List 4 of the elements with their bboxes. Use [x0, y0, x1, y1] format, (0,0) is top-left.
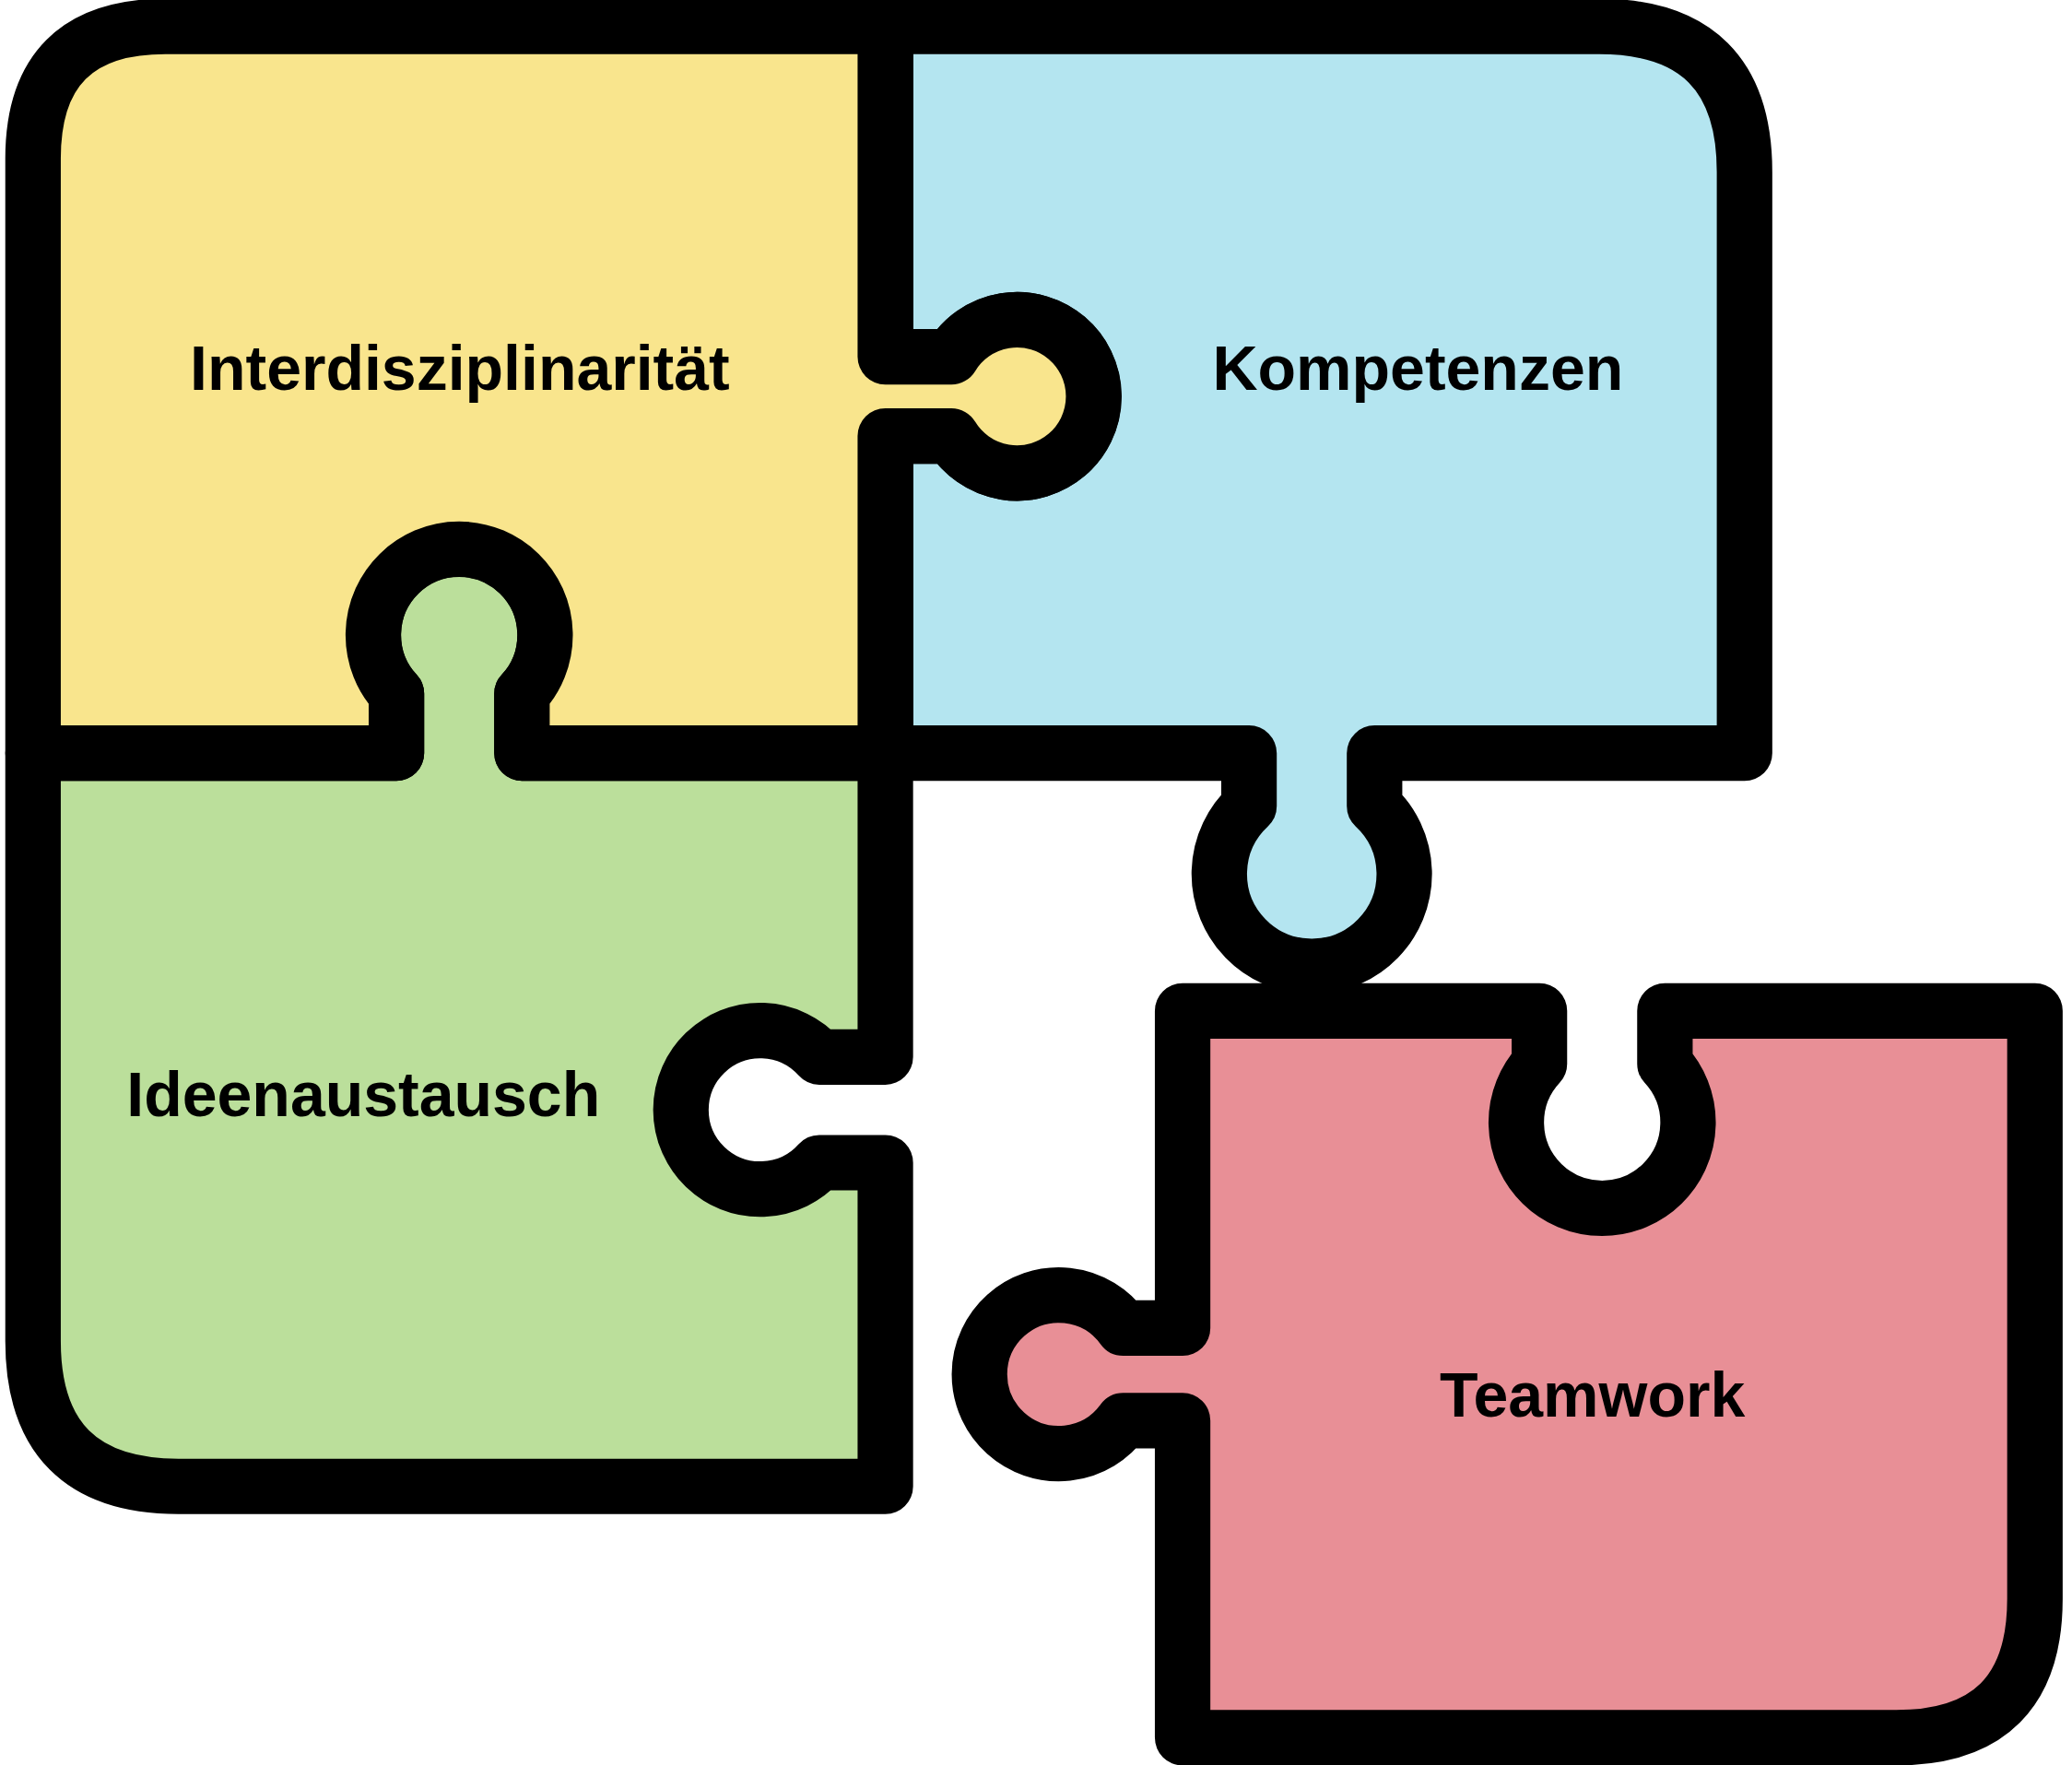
piece-label: Interdisziplinarität: [190, 331, 730, 404]
piece-label: Ideenaustausch: [126, 1058, 601, 1131]
piece-label: Teamwork: [1439, 1358, 1746, 1430]
piece-label: Kompetenzen: [1212, 331, 1624, 404]
